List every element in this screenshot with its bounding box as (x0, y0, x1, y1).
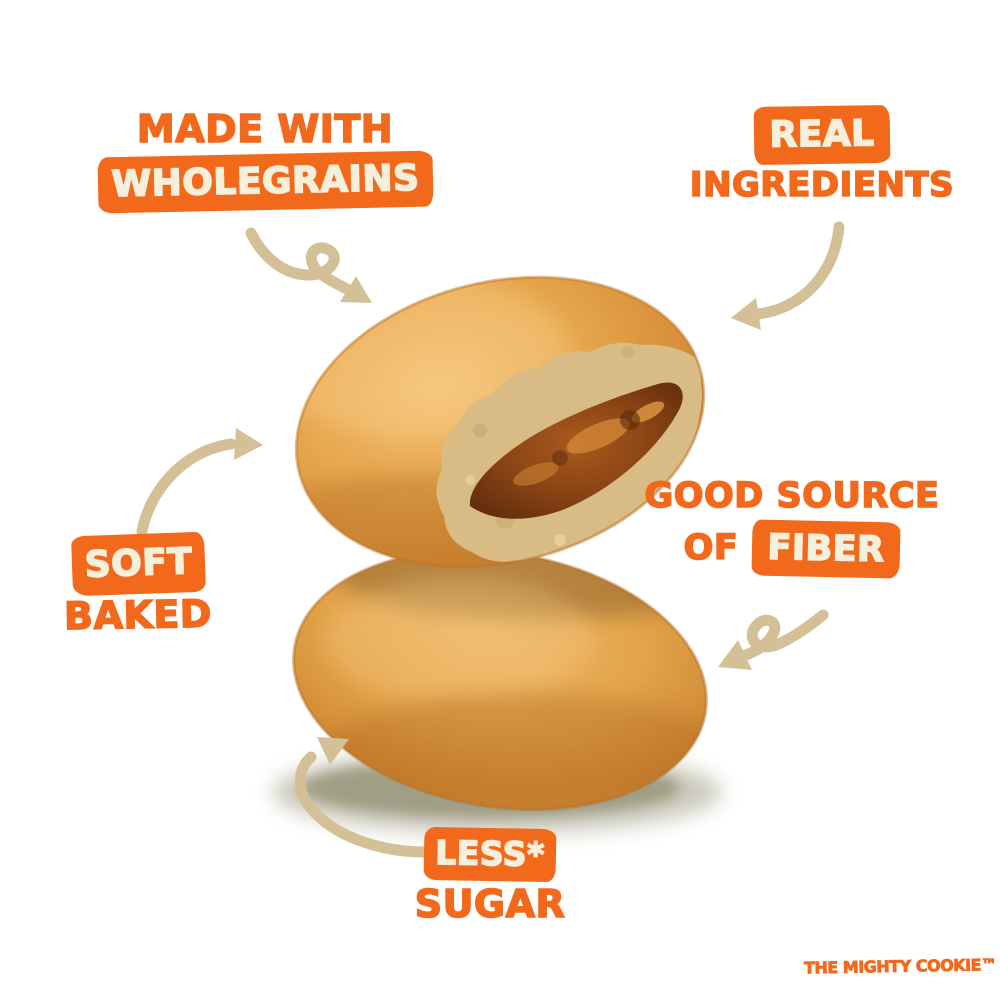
baked-text: BAKED (63, 591, 213, 639)
less-text: LESS* (434, 832, 546, 875)
callout-made-with-wholegrains: MADE WITH WHOLEGRAINS (95, 107, 435, 214)
less-highlight-block: LESS* (423, 826, 557, 883)
ingredients-text: INGREDIENTS (689, 165, 955, 205)
sugar-text: SUGAR (414, 882, 566, 926)
real-highlight-block: REAL (753, 105, 891, 165)
arc-arrow-to-top-cookie-icon (731, 221, 845, 330)
brand-wordmark: THE MIGHTY COOKIE™ (803, 955, 997, 978)
good-source-text: GOOD SOURCE (644, 476, 940, 516)
callout-good-source-of-fiber: GOOD SOURCE OF FIBER (636, 476, 948, 579)
made-with-text: MADE WITH (136, 107, 394, 151)
of-text: OF (683, 528, 739, 569)
real-text: REAL (768, 113, 875, 157)
soft-text: SOFT (83, 540, 194, 586)
wholegrains-text: WHOLEGRAINS (110, 157, 420, 206)
hook-arrow-to-bottom-cookie-icon (294, 737, 431, 858)
curl-arrow-to-top-cookie-icon (245, 227, 372, 303)
wholegrains-highlight-block: WHOLEGRAINS (96, 150, 434, 214)
soft-highlight-block: SOFT (70, 531, 206, 597)
curl-arrow-to-bottom-cookie-icon (718, 609, 829, 670)
fiber-highlight-block: FIBER (751, 519, 901, 579)
arrow-from-soft-baked-icon (136, 428, 263, 537)
fiber-text: FIBER (767, 526, 886, 570)
callout-soft-baked: SOFT BAKED (58, 531, 218, 639)
callout-less-sugar: LESS* SUGAR (406, 826, 574, 926)
callout-real-ingredients: REAL INGREDIENTS (672, 105, 972, 205)
